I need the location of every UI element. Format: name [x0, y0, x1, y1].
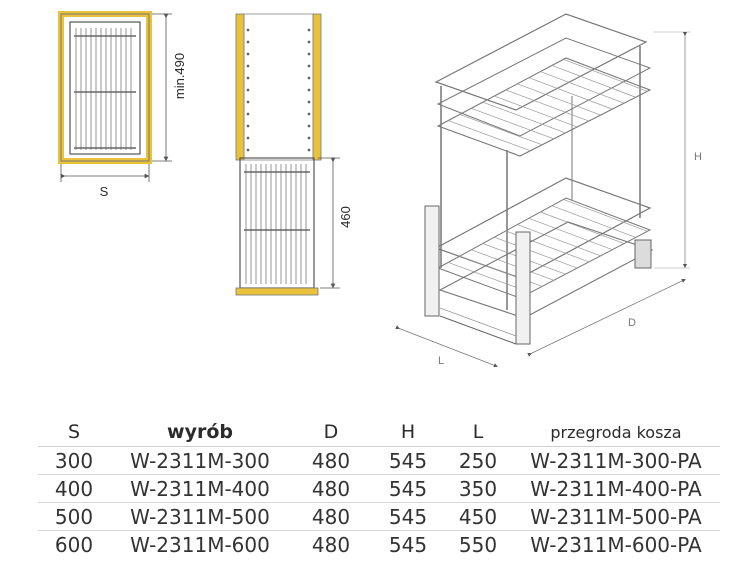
front-width-label: S	[100, 184, 109, 199]
cell-s: 600	[54, 532, 94, 557]
side-extension-label: 460	[338, 206, 353, 228]
cell-l: 350	[458, 476, 498, 501]
cell-przegroda: W-2311M-600-PA	[530, 532, 702, 557]
table-row: 600 W-2311M-600 480 545 550 W-2311M-600-…	[38, 531, 720, 559]
cell-s: 500	[54, 504, 94, 529]
iso-depth-label: D	[628, 317, 636, 329]
cell-s: 300	[54, 448, 94, 473]
header-wyrob: wyrób	[167, 421, 233, 443]
cell-h: 545	[388, 504, 428, 529]
cell-wyrob: W-2311M-400	[130, 476, 270, 501]
cell-h: 545	[388, 476, 428, 501]
front-height-label: min.490	[172, 53, 187, 99]
cell-przegroda: W-2311M-400-PA	[530, 476, 702, 501]
cell-wyrob: W-2311M-500	[130, 504, 270, 529]
table-header-row: S wyrób D H L przegroda kosza	[38, 418, 720, 447]
table-row: 400 W-2311M-400 480 545 350 W-2311M-400-…	[38, 475, 720, 503]
cell-przegroda: W-2311M-300-PA	[530, 448, 702, 473]
isometric-view-drawing	[395, 13, 690, 368]
header-l: L	[472, 421, 484, 443]
cell-h: 545	[388, 532, 428, 557]
cell-h: 545	[388, 448, 428, 473]
header-d: D	[323, 421, 339, 443]
cell-przegroda: W-2311M-500-PA	[530, 504, 702, 529]
header-h: H	[400, 421, 416, 443]
cell-wyrob: W-2311M-300	[130, 448, 270, 473]
cell-d: 480	[311, 476, 351, 501]
cell-l: 250	[458, 448, 498, 473]
front-view-drawing: S min.490	[58, 11, 187, 199]
cell-s: 400	[54, 476, 94, 501]
cell-d: 480	[311, 532, 351, 557]
side-view-drawing: 460	[235, 13, 353, 296]
spec-table: S wyrób D H L przegroda kosza 300 W-2311…	[38, 418, 720, 558]
header-s: S	[67, 421, 81, 443]
cell-wyrob: W-2311M-600	[130, 532, 270, 557]
table-row: 500 W-2311M-500 480 545 450 W-2311M-500-…	[38, 503, 720, 531]
cell-d: 480	[311, 448, 351, 473]
technical-drawings: S min.490 460	[58, 11, 702, 368]
iso-length-label: L	[438, 355, 444, 367]
cell-l: 450	[458, 504, 498, 529]
table-row: 300 W-2311M-300 480 545 250 W-2311M-300-…	[38, 447, 720, 475]
header-przegroda: przegroda kosza	[550, 422, 682, 442]
iso-height-label: H	[694, 151, 702, 163]
cell-l: 550	[458, 532, 498, 557]
cell-d: 480	[311, 504, 351, 529]
